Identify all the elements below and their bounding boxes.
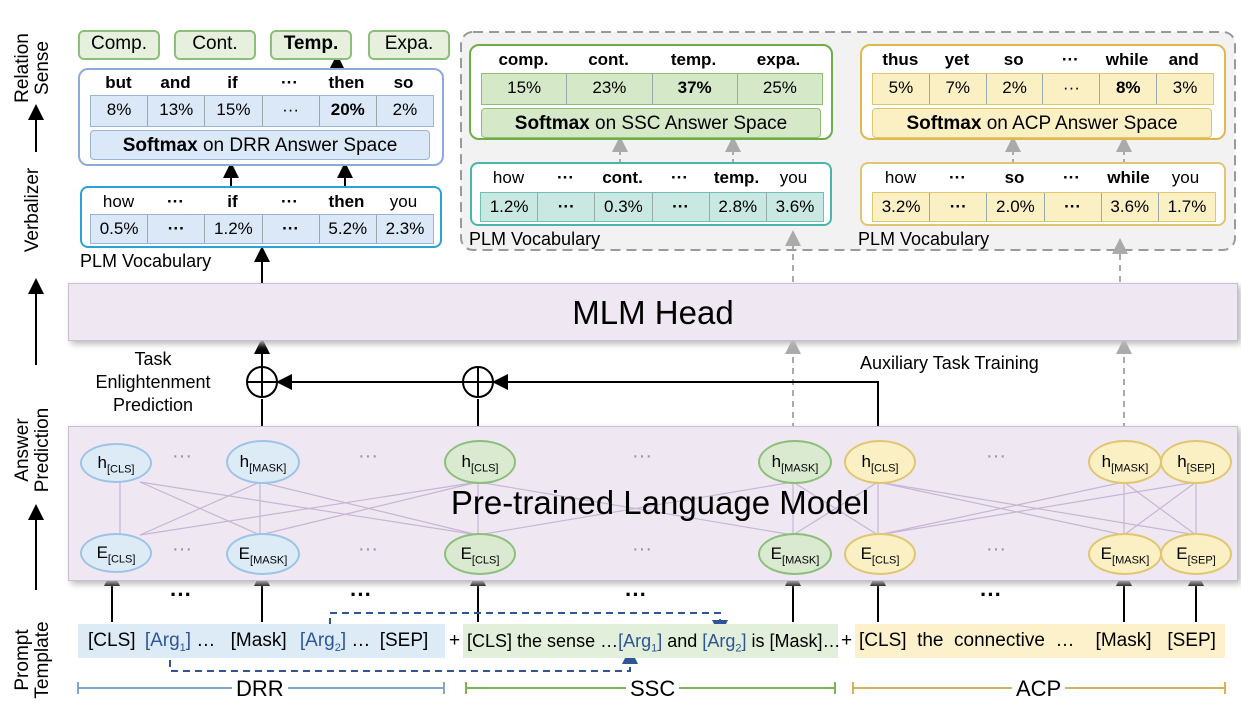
sense-comp: Comp. — [78, 30, 160, 60]
acp-answer-probs: 5%7%2%···8%3% — [872, 73, 1214, 105]
dots-e-1: ··· — [172, 538, 192, 560]
dots-t-4: ··· — [980, 582, 1002, 607]
acp-vocab-probs: 3.2%···2.0%···3.6%1.7% — [872, 192, 1216, 222]
sense-cont: Cont. — [174, 30, 256, 60]
sense-temp: Temp. — [270, 30, 352, 60]
acp-softmax: Softmax on ACP Answer Space — [872, 108, 1212, 138]
plm-title: Pre-trained Language Model — [450, 484, 870, 521]
acp-vocab-label: PLM Vocabulary — [858, 229, 990, 249]
e-mask-acp: E[MASK] — [1088, 533, 1162, 575]
acp-plus: + — [841, 630, 853, 651]
label-acp: ACP — [1012, 676, 1066, 702]
dots-h-3: ··· — [632, 445, 652, 467]
h-sep-acp: h[SEP] — [1160, 440, 1232, 484]
acp-template: [CLS] the connective … [Mask] [SEP] — [855, 624, 1225, 658]
e-cls-drr: E[CLS] — [80, 533, 152, 573]
h-cls-ssc: h[CLS] — [444, 440, 516, 484]
ssc-vocab-probs: 1.2%···0.3%···2.8%3.6% — [480, 192, 824, 222]
ssc-vocab-words: how···cont.···temp.you — [492, 168, 808, 187]
dots-e-3: ··· — [632, 538, 652, 560]
dots-h-4: ··· — [986, 445, 1006, 467]
ssc-vocab-label: PLM Vocabulary — [469, 229, 601, 249]
auxiliary-task-label: Auxiliary Task Training — [860, 353, 1039, 373]
h-mask-drr: h[MASK] — [226, 440, 300, 484]
drr-vocab-label: PLM Vocabulary — [80, 251, 212, 271]
dots-t-3: ··· — [625, 582, 647, 607]
ssc-plus: + — [449, 630, 461, 651]
ssc-answer-words: comp.cont.temp.expa. — [498, 50, 801, 69]
dots-h-2: ··· — [358, 445, 378, 467]
dots-t-1: ··· — [170, 582, 192, 607]
drr-answer-probs: 8%13%15%···20%2% — [90, 95, 434, 127]
dots-t-2: ··· — [350, 582, 372, 607]
h-mask-acp: h[MASK] — [1088, 440, 1162, 484]
ssc-softmax: Softmax on SSC Answer Space — [481, 108, 821, 138]
e-mask-drr: E[MASK] — [226, 533, 300, 575]
label-ssc: SSC — [626, 676, 680, 702]
sense-expa: Expa. — [368, 30, 450, 60]
ssc-answer-probs: 15%23%37%25% — [481, 73, 823, 105]
e-sep-acp: E[SEP] — [1160, 533, 1232, 575]
e-cls-ssc: E[CLS] — [444, 533, 516, 575]
drr-template: [CLS] [Arg1] … [Mask] [Arg2] … [SEP] — [78, 624, 445, 658]
h-mask-ssc: h[MASK] — [758, 440, 832, 484]
h-cls-drr: h[CLS] — [80, 443, 152, 483]
dots-e-2: ··· — [358, 538, 378, 560]
e-mask-ssc: E[MASK] — [758, 533, 832, 575]
dots-h-1: ··· — [172, 445, 192, 467]
ssc-template: [CLS] the sense …[Arg1] and [Arg2] is [M… — [463, 624, 840, 658]
dots-e-4: ··· — [986, 538, 1006, 560]
h-cls-acp: h[CLS] — [844, 440, 916, 484]
label-drr: DRR — [232, 676, 288, 702]
e-cls-acp: E[CLS] — [844, 533, 916, 575]
mlm-head: MLM Head — [68, 283, 1238, 341]
drr-softmax: Softmax on DRR Answer Space — [90, 130, 430, 160]
drr-vocab-probs: 0.5%···1.2%···5.2%2.3% — [90, 214, 434, 244]
